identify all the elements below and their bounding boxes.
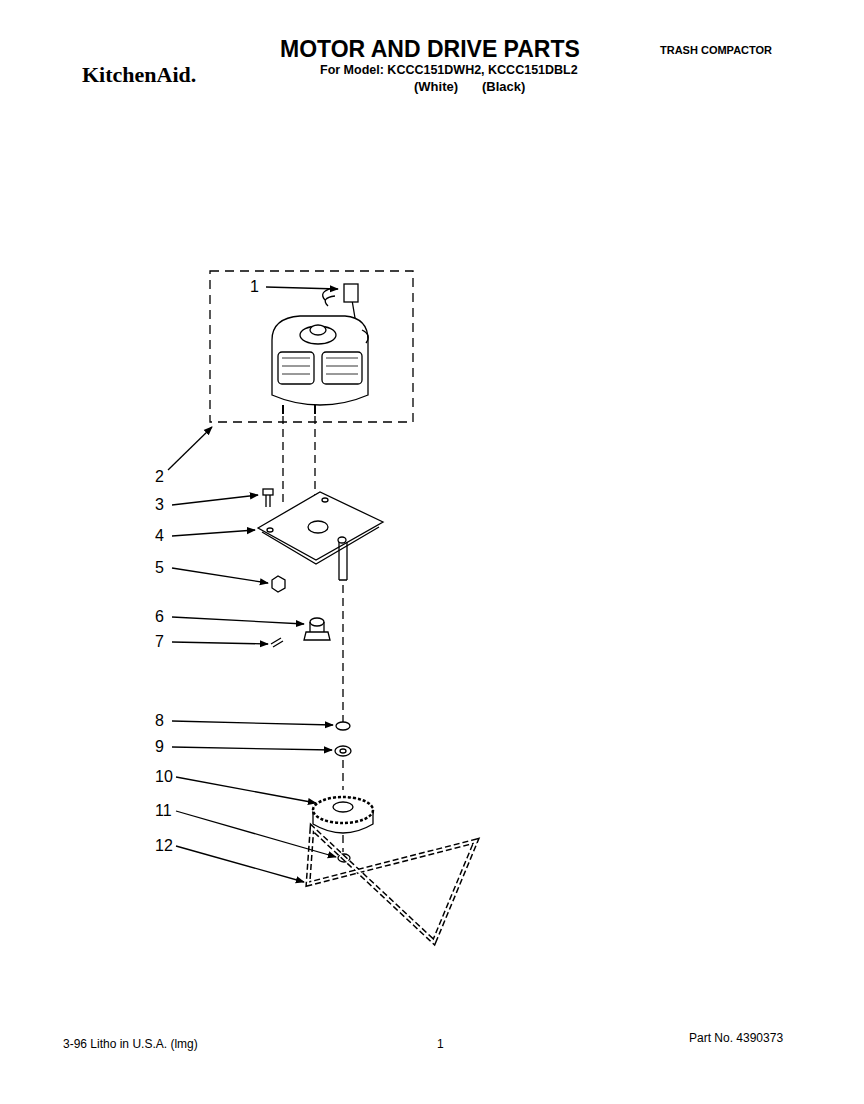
callout-number: 12 xyxy=(155,837,173,855)
callout-number: 9 xyxy=(155,738,164,756)
callout-number: 2 xyxy=(155,468,164,486)
page-title: MOTOR AND DRIVE PARTS xyxy=(280,36,580,62)
part-number: Part No. 4390373 xyxy=(689,1032,783,1046)
callout-number: 8 xyxy=(155,712,164,730)
print-note: 3-96 Litho in U.S.A. (lmg) xyxy=(63,1038,198,1052)
page-number: 1 xyxy=(437,1038,444,1052)
callout-number: 11 xyxy=(155,802,172,820)
color-note: (White) xyxy=(414,80,458,95)
callout-number: 4 xyxy=(155,527,164,545)
callout-number: 6 xyxy=(155,608,164,626)
callout-number: 10 xyxy=(155,768,173,786)
callout-number: 5 xyxy=(155,559,164,577)
model-numbers: For Model: KCCC151DWH2, KCCC151DBL2 xyxy=(320,63,578,77)
callout-number: 1 xyxy=(250,278,259,296)
brand-logo: KitchenAid. xyxy=(82,62,196,87)
color-note: (Black) xyxy=(482,80,525,95)
callout-number: 3 xyxy=(155,496,164,514)
callout-number: 7 xyxy=(155,633,164,651)
product-type: TRASH COMPACTOR xyxy=(660,44,772,57)
